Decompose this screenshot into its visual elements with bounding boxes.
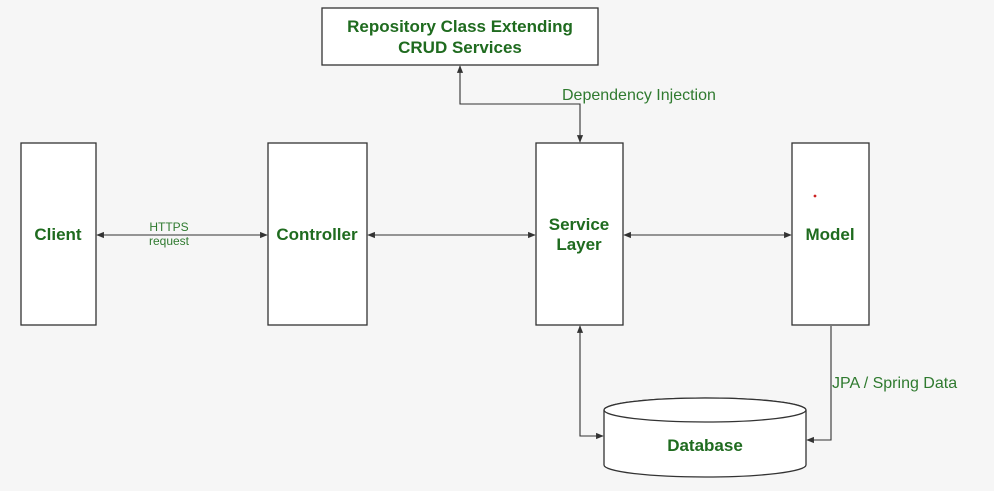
repository-node: Repository Class Extending CRUD Services xyxy=(321,7,599,66)
model-node: Model xyxy=(791,142,870,326)
edge-service-database xyxy=(576,325,604,440)
edge-model-database: JPA / Spring Data xyxy=(806,326,957,444)
jpa-spring-data-label: JPA / Spring Data xyxy=(832,375,957,392)
service-label-line1: Service xyxy=(549,215,610,234)
database-label: Database xyxy=(667,436,743,455)
repository-label-line1: Repository Class Extending xyxy=(347,17,573,36)
model-label: Model xyxy=(805,225,854,244)
red-dot-mark xyxy=(813,194,817,198)
database-node: Database xyxy=(603,397,807,478)
client-label: Client xyxy=(34,225,82,244)
service-label-line2: Layer xyxy=(556,235,602,254)
controller-node: Controller xyxy=(267,142,368,326)
client-node: Client xyxy=(20,142,97,326)
edge-service-repository: Dependency Injection xyxy=(456,65,716,143)
edge-client-controller: HTTPS request xyxy=(96,220,268,248)
dependency-injection-label: Dependency Injection xyxy=(562,87,716,104)
request-label: request xyxy=(149,234,190,248)
controller-label: Controller xyxy=(276,225,358,244)
repository-label-line2: CRUD Services xyxy=(398,38,522,57)
https-label: HTTPS xyxy=(149,220,188,234)
service-layer-node: Service Layer xyxy=(535,142,624,326)
